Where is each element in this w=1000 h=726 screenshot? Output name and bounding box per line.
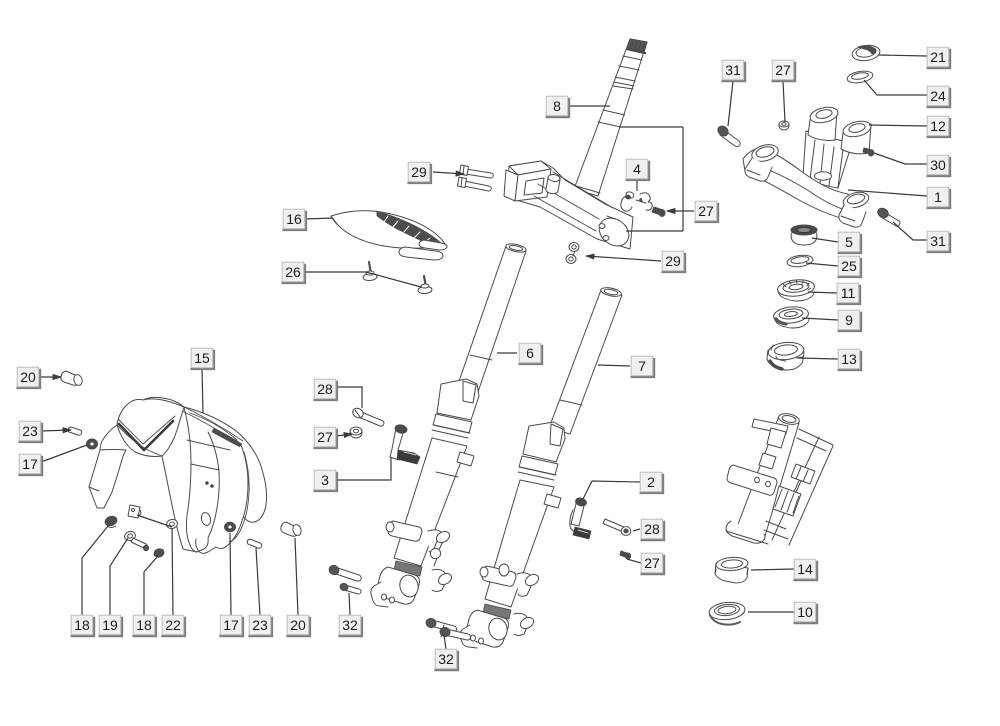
svg-text:2: 2: [647, 474, 655, 490]
svg-text:16: 16: [286, 211, 302, 227]
svg-text:28: 28: [644, 521, 660, 537]
svg-text:32: 32: [438, 651, 454, 667]
svg-text:7: 7: [638, 358, 646, 374]
svg-text:9: 9: [845, 312, 853, 328]
svg-text:18: 18: [136, 617, 152, 633]
svg-text:24: 24: [930, 88, 946, 104]
svg-text:11: 11: [841, 285, 856, 301]
svg-text:30: 30: [930, 157, 946, 173]
svg-text:23: 23: [22, 423, 38, 439]
svg-text:32: 32: [342, 617, 358, 633]
svg-text:20: 20: [20, 369, 36, 385]
svg-text:19: 19: [102, 617, 118, 633]
svg-text:10: 10: [797, 604, 813, 620]
svg-text:29: 29: [411, 164, 427, 180]
svg-text:25: 25: [841, 258, 857, 274]
svg-text:3: 3: [321, 472, 329, 488]
svg-text:20: 20: [290, 617, 306, 633]
svg-text:1: 1: [934, 189, 942, 205]
svg-text:15: 15: [194, 350, 210, 366]
svg-text:26: 26: [285, 264, 301, 280]
svg-text:27: 27: [644, 555, 660, 571]
svg-text:29: 29: [665, 253, 681, 269]
svg-text:21: 21: [930, 49, 946, 65]
svg-text:5: 5: [845, 234, 853, 250]
svg-text:28: 28: [317, 381, 333, 397]
svg-text:17: 17: [22, 456, 38, 472]
svg-text:27: 27: [698, 203, 714, 219]
svg-text:27: 27: [775, 62, 791, 78]
svg-text:23: 23: [252, 617, 268, 633]
svg-text:27: 27: [317, 429, 333, 445]
svg-text:6: 6: [526, 345, 534, 361]
svg-text:17: 17: [223, 617, 239, 633]
svg-text:18: 18: [74, 617, 90, 633]
svg-text:31: 31: [725, 62, 741, 78]
svg-text:12: 12: [930, 118, 946, 134]
svg-text:4: 4: [633, 161, 641, 177]
svg-text:8: 8: [553, 98, 561, 114]
svg-text:13: 13: [841, 351, 857, 367]
svg-text:14: 14: [797, 561, 813, 577]
svg-text:22: 22: [165, 617, 181, 633]
svg-text:31: 31: [930, 233, 946, 249]
